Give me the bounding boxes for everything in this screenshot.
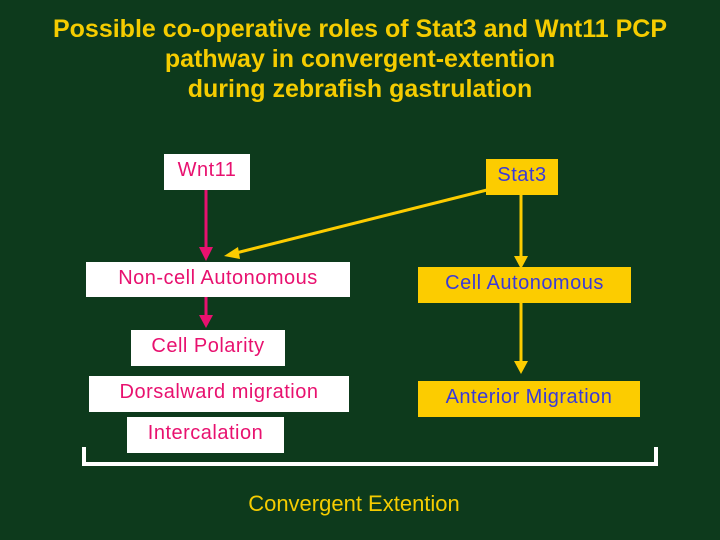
arrowhead-wnt11-to-noncell <box>199 247 213 261</box>
cell-polarity-box: Cell Polarity <box>131 330 285 366</box>
convergent-extention-label: Convergent Extention <box>248 491 460 516</box>
wnt11-label: Wnt11 <box>177 159 237 181</box>
arrowhead-stat3-to-noncell <box>224 247 240 259</box>
arrowhead-noncell-to-polarity <box>199 315 213 328</box>
arrowhead-stat3-to-cellauto <box>514 256 528 269</box>
arrow-stat3-to-noncell <box>231 188 488 256</box>
title-line-1: Possible co-operative roles of Stat3 and… <box>52 15 668 43</box>
anterior-migration-box: Anterior Migration <box>418 381 640 417</box>
dorsalward-migration-label: Dorsalward migration <box>119 381 319 403</box>
anterior-migration-label: Anterior Migration <box>445 386 613 408</box>
intercalation-label: Intercalation <box>147 422 264 444</box>
non-cell-autonomous-label: Non-cell Autonomous <box>118 267 318 289</box>
stat3-box: Stat3 <box>486 159 558 195</box>
intercalation-box: Intercalation <box>127 417 284 453</box>
slide-title: Possible co-operative roles of Stat3 and… <box>0 14 720 104</box>
non-cell-autonomous-box: Non-cell Autonomous <box>86 262 350 297</box>
cell-autonomous-label: Cell Autonomous <box>445 272 604 294</box>
wnt11-box: Wnt11 <box>164 154 250 190</box>
arrowhead-cellauto-to-anterior <box>514 361 528 374</box>
cell-autonomous-box: Cell Autonomous <box>418 267 631 303</box>
grouping-bracket <box>82 447 658 466</box>
stat3-label: Stat3 <box>497 164 547 186</box>
title-line-2: pathway in convergent-extention <box>164 45 556 73</box>
cell-polarity-label: Cell Polarity <box>151 335 265 357</box>
title-line-3: during zebrafish gastrulation <box>187 75 533 103</box>
dorsalward-migration-box: Dorsalward migration <box>89 376 349 412</box>
